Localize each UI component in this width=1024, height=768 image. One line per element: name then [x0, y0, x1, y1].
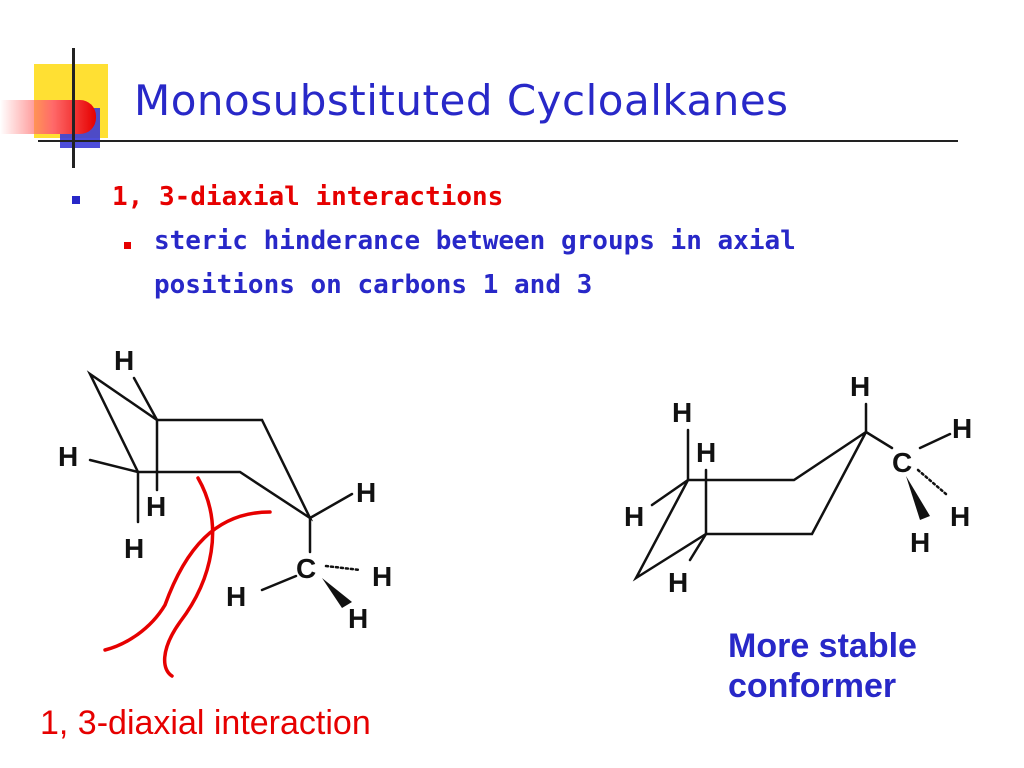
- interaction-arc-vertical: [162, 476, 215, 678]
- right-bond-c-h-equatorial: [650, 478, 690, 507]
- sub-bullet-square-icon: [124, 242, 131, 249]
- right-bond-c-h-right: [918, 432, 952, 450]
- left-bond-c-h-left: [260, 574, 298, 592]
- stable-conformer-caption-line1: More stable: [728, 627, 917, 665]
- left-atom-h: H: [356, 477, 376, 508]
- left-atom-labels: H H H H H C H H H: [58, 345, 392, 634]
- right-wedge-bond: [906, 476, 930, 520]
- left-atom-h: H: [58, 441, 78, 472]
- bullet-level2-line1: steric hinderance between groups in axia…: [154, 226, 796, 256]
- slide-title: Monosubstituted Cycloalkanes: [134, 76, 789, 125]
- right-atom-h: H: [624, 501, 644, 532]
- diaxial-interaction-caption: 1, 3-diaxial interaction: [40, 704, 371, 742]
- left-bond-c4-h-equatorial: [308, 492, 354, 520]
- left-atom-h: H: [146, 491, 166, 522]
- left-chair-conformer: [86, 370, 362, 592]
- left-atom-c: C: [296, 553, 316, 584]
- left-atom-h: H: [372, 561, 392, 592]
- right-atom-h: H: [850, 371, 870, 402]
- right-atom-h: H: [672, 397, 692, 428]
- right-atom-h: H: [668, 567, 688, 598]
- right-bond-c-h-dash: [916, 468, 948, 496]
- stable-conformer-caption: More stable conformer: [728, 626, 988, 706]
- right-atom-h: H: [910, 527, 930, 558]
- left-wedge-bond: [322, 578, 352, 608]
- stable-conformer-caption-line2: conformer: [728, 667, 897, 705]
- right-atom-h: H: [696, 437, 716, 468]
- bullet-level2-line2: positions on carbons 1 and 3: [154, 270, 593, 300]
- bullet-square-icon: [72, 196, 80, 204]
- left-atom-h: H: [124, 533, 144, 564]
- interaction-arc-horizontal: [103, 510, 272, 652]
- left-bond-c1-h-axial: [132, 376, 159, 422]
- decorative-red-bar: [0, 100, 96, 134]
- left-atom-h: H: [114, 345, 134, 376]
- right-bond-c-h-axial-down: [688, 532, 708, 562]
- diaxial-interaction-arcs: [103, 476, 272, 678]
- right-atom-c: C: [892, 447, 912, 478]
- bullet-level1-text: 1, 3-diaxial interactions: [112, 182, 504, 212]
- left-atom-h: H: [348, 603, 368, 634]
- left-bond-c6-h-equatorial: [88, 458, 140, 474]
- decorative-vertical-line: [72, 48, 75, 168]
- right-atom-labels: H H H H C H H H H: [624, 371, 972, 598]
- left-atom-h: H: [226, 581, 246, 612]
- right-atom-h: H: [950, 501, 970, 532]
- title-divider-line: [38, 140, 958, 142]
- left-bond-c-h-dash: [324, 564, 362, 572]
- right-bond-c1-c-methyl: [864, 430, 894, 450]
- left-ring-bonds: [86, 370, 314, 522]
- right-atom-h: H: [952, 413, 972, 444]
- right-chair-conformer: [632, 402, 952, 582]
- right-ring-bonds: [632, 430, 868, 582]
